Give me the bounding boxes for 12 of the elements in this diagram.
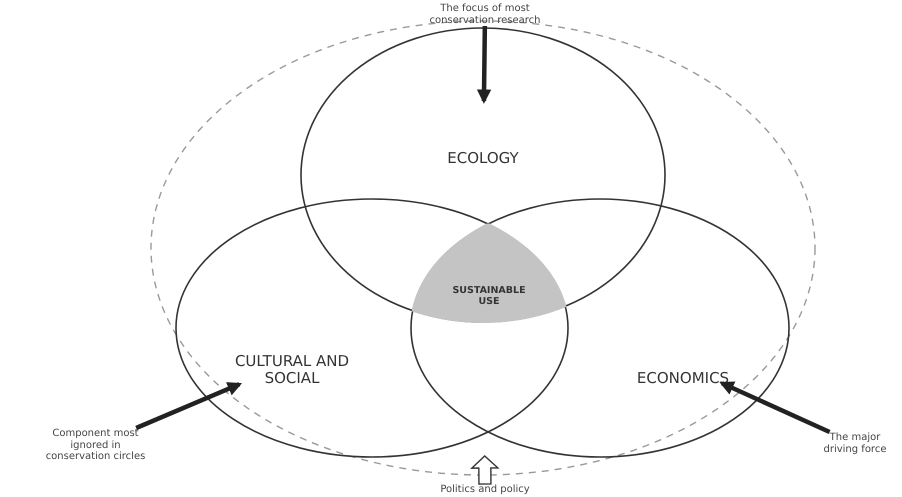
- annotation-text: Politics and policy: [439, 484, 531, 496]
- hollow-arrow: [470, 455, 500, 485]
- circle-label: SUSTAINABLE USE: [451, 286, 527, 308]
- arrow: [135, 382, 242, 430]
- annotation-text: The focus of most conservation research: [428, 3, 542, 26]
- circle-label: ECONOMICS: [636, 370, 730, 388]
- circle-label: CULTURAL AND SOCIAL: [234, 353, 350, 388]
- annotation-text: Component most ignored in conservation circles: [44, 428, 146, 462]
- arrow: [476, 26, 492, 104]
- annotation-text: The major driving force: [822, 432, 888, 455]
- arrow: [719, 381, 831, 434]
- circle-label: ECOLOGY: [446, 150, 520, 168]
